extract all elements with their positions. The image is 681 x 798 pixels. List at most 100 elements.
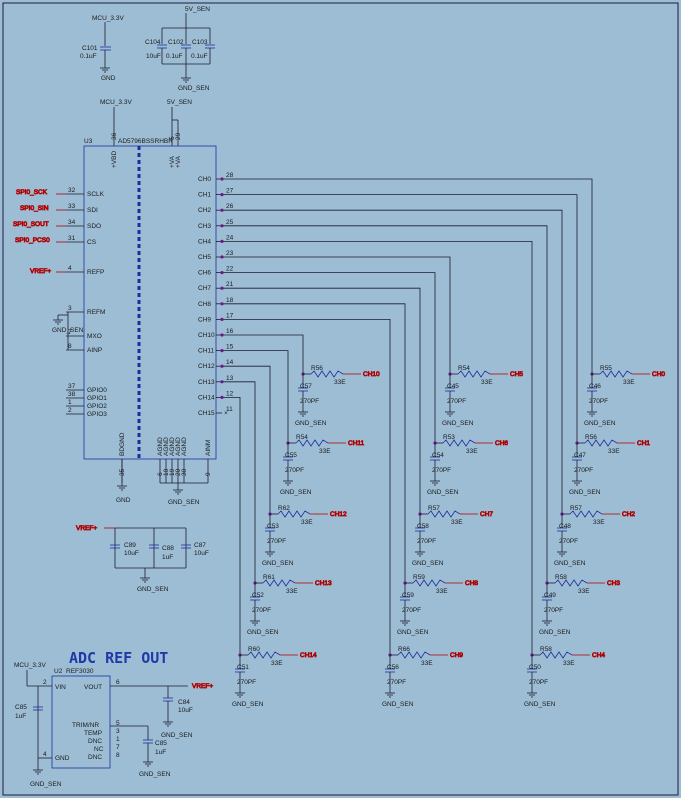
u3-right-pin-name-ch11: CH11 — [198, 348, 215, 355]
filter-gnd-sen-label: GND_SEN — [382, 701, 414, 708]
resistor-symbol — [310, 370, 344, 378]
capacitor-value: 270PF — [252, 607, 271, 614]
ref-mcu-label: MCU_3.3V — [14, 662, 46, 669]
filter-gnd-sen-label: GND_SEN — [584, 420, 616, 427]
trace-ch3 — [222, 225, 548, 583]
u3-right-pin-name-ch8: CH8 — [198, 301, 211, 308]
capacitor-ref: C56 — [387, 664, 399, 671]
trace-ch7 — [222, 287, 421, 514]
resistor-ref: R66 — [398, 646, 410, 653]
trace-ch6 — [222, 272, 436, 443]
c102-value: 0.1uF — [166, 53, 183, 60]
filter-gnd-sen-label: GND_SEN — [412, 560, 444, 567]
capacitor-value: 270PF — [300, 398, 319, 405]
c104-value: 10uF — [146, 53, 161, 60]
u3-right-pin-name-ch3: CH3 — [198, 223, 211, 230]
u3-bottom-pin-num-10: 10 — [163, 468, 170, 476]
capacitor-value: 270PF — [237, 679, 256, 686]
capacitor-value: 270PF — [285, 467, 304, 474]
resistor-symbol — [397, 651, 431, 659]
u3-pin-num-2: 2 — [68, 407, 72, 414]
u3-adc: MCU_3.3V 5V_SEN U3 AD5796BSSRHBR 32SCLK3… — [52, 99, 234, 506]
c88-value: 1uF — [162, 554, 173, 561]
filter-gnd-sen-label: GND_SEN — [397, 629, 429, 636]
u3-top-pin-name-1: +VA — [169, 155, 176, 168]
u3-right-pin-name-ch7: CH7 — [198, 285, 211, 292]
resistor-symbol — [569, 510, 603, 518]
mcu-net-label: MCU_3.3V — [92, 15, 124, 22]
u3-pin-num-32: 32 — [68, 187, 76, 194]
capacitor-value: 270PF — [417, 538, 436, 545]
trace-dot-ch1 — [220, 193, 224, 197]
u3-bottom-pin-num-9: 9 — [205, 472, 212, 476]
u3-right-pin-name-ch12: CH12 — [198, 363, 215, 370]
c85b-gnd-sen-label: GND_SEN — [139, 771, 171, 778]
u2-pin-dnc2: 8 — [116, 752, 120, 759]
u3-pin-num-37: 37 — [68, 383, 76, 390]
u3-pin-num-34: 34 — [68, 219, 76, 226]
resistor-ref: R60 — [248, 646, 260, 653]
trace-ch12 — [222, 365, 271, 514]
u2-vout: VOUT — [84, 684, 102, 691]
u3-right-pin-name-ch10: CH10 — [198, 332, 215, 339]
filter-gnd-sen-label: GND_SEN — [554, 560, 586, 567]
u3-pin-name-ainp: AINP — [87, 347, 102, 354]
u3-pin-num-8: 8 — [68, 343, 72, 350]
u3-right-pin-name-ch1: CH1 — [198, 192, 211, 199]
5v-decoupling: 5V_SEN C104 10uF C102 0.1uF C103 0.1uF G… — [145, 6, 215, 92]
c101-ref: C101 — [82, 45, 98, 52]
c101-decoupling: MCU_3.3V C101 0.1uF GND — [80, 15, 124, 82]
u3-pin-name-refm: REFM — [87, 309, 105, 316]
capacitor-ref: C55 — [285, 452, 297, 459]
capacitor-value: 270PF — [559, 538, 578, 545]
u3-bottom-pin-name-6: AGND — [157, 437, 164, 456]
c85b-value: 1uF — [155, 749, 166, 756]
channel-output-port: CH11 — [348, 440, 365, 447]
u3-pin-name-sclk: SCLK — [87, 191, 105, 198]
u3-right-pin-num-26: 26 — [226, 203, 234, 210]
spi-pcs-port: SPI0_PCS0 — [15, 237, 50, 244]
u2-trim: TRIM/NR — [72, 722, 99, 729]
c103-ref: C103 — [192, 39, 208, 46]
resistor-value: 33E — [319, 448, 331, 455]
channel-output-port: CH7 — [480, 511, 493, 518]
capacitor-ref: C57 — [300, 383, 312, 390]
resistor-symbol — [554, 579, 588, 587]
u3-bottom-pin-num-35: 35 — [119, 468, 126, 476]
channel-output-port: CH10 — [363, 371, 380, 378]
u3-right-pin-num-16: 16 — [226, 328, 234, 335]
filter-gnd-sen-label: GND_SEN — [280, 489, 312, 496]
channel-output-port: CH1 — [637, 440, 650, 447]
resistor-symbol — [295, 439, 329, 447]
spi-sout-port: SPI0_SOUT — [13, 221, 49, 228]
u3-bottom-pin-name-19: AGND — [169, 437, 176, 456]
resistor-symbol — [427, 510, 461, 518]
u3-right-pin-name-ch6: CH6 — [198, 270, 211, 277]
c104-ref: C104 — [145, 39, 161, 46]
trace-ch8 — [222, 303, 406, 583]
filter-gnd-sen-label: GND_SEN — [247, 629, 279, 636]
trace-ch4 — [222, 240, 533, 655]
u3-top-pin-name-2: +VA — [175, 155, 182, 168]
capacitor-ref: C54 — [432, 452, 444, 459]
resistor-symbol — [584, 439, 618, 447]
u2-pin-temp: 3 — [116, 728, 120, 735]
capacitor-value: 270PF — [267, 538, 286, 545]
u3-gnd-label: GND — [116, 497, 131, 504]
u3-right-pin-num-15: 15 — [226, 344, 234, 351]
adc-ref-out-heading: ADC REF OUT — [69, 649, 168, 667]
trace-dot-ch10 — [220, 333, 224, 337]
capacitor-ref: C47 — [574, 452, 586, 459]
channel-output-port: CH4 — [592, 652, 605, 659]
u3-part: AD5796BSSRHBR — [118, 138, 173, 145]
u3-right-pin-num-18: 18 — [226, 297, 234, 304]
resistor-symbol — [442, 439, 476, 447]
channel-output-port: CH14 — [300, 652, 317, 659]
c88-ref: C88 — [162, 545, 174, 552]
